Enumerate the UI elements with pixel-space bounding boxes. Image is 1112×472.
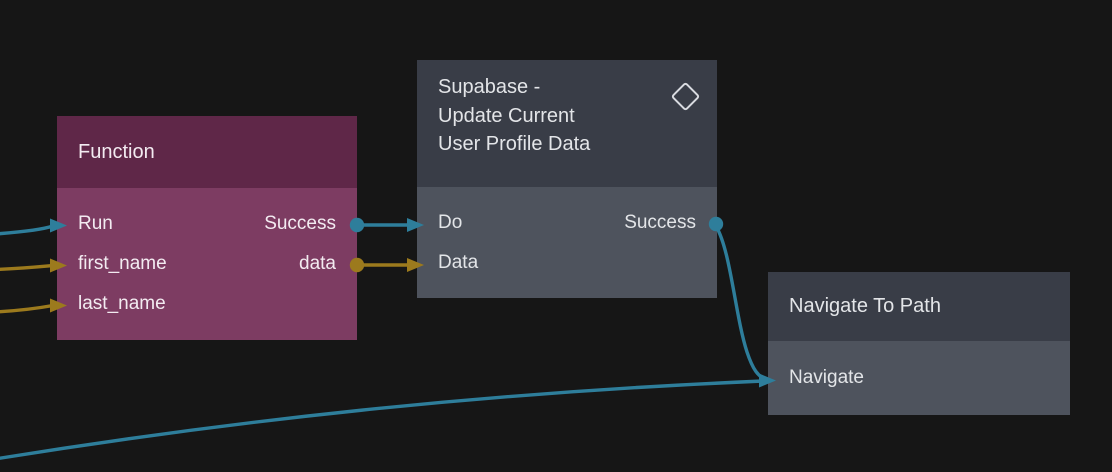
node-title-line: Update Current bbox=[438, 104, 575, 127]
node-title-line: User Profile Data bbox=[438, 133, 591, 155]
wire-bottom-left-to-navigate[interactable] bbox=[0, 379, 765, 460]
node-header[interactable]: Function bbox=[57, 116, 357, 188]
input-port-run[interactable]: Run bbox=[78, 213, 113, 234]
node-navigate-to-path[interactable]: Navigate To Path Navigate bbox=[768, 272, 1070, 415]
output-port-success[interactable]: Success bbox=[264, 213, 336, 234]
node-title: Function bbox=[78, 140, 155, 163]
diamond-icon bbox=[670, 81, 701, 112]
input-port-first-name[interactable]: first_name bbox=[78, 253, 167, 274]
node-body: Run Success first_name data last_name bbox=[57, 188, 357, 340]
input-port-data[interactable]: Data bbox=[438, 252, 479, 273]
input-port-last-name[interactable]: last_name bbox=[78, 293, 166, 314]
node-header[interactable]: Supabase - Update Current User Profile D… bbox=[417, 60, 717, 187]
node-title: Navigate To Path bbox=[789, 295, 941, 317]
output-port-data[interactable]: data bbox=[299, 253, 336, 274]
node-body: Navigate bbox=[768, 341, 1070, 415]
node-title-line: Supabase - bbox=[438, 76, 541, 98]
node-function[interactable]: Function Run Success first_name data las… bbox=[57, 116, 357, 340]
node-supabase-update-current-user-profile-data[interactable]: Supabase - Update Current User Profile D… bbox=[417, 60, 717, 298]
node-header[interactable]: Navigate To Path bbox=[768, 272, 1070, 341]
port-row: Do Success bbox=[417, 203, 717, 243]
input-port-navigate[interactable]: Navigate bbox=[789, 367, 864, 388]
port-row: Navigate bbox=[768, 358, 1070, 398]
wire-to-run[interactable] bbox=[0, 224, 55, 236]
node-body: Do Success Data bbox=[417, 187, 717, 298]
port-row: last_name bbox=[57, 284, 357, 324]
port-row: first_name data bbox=[57, 244, 357, 284]
port-row: Run Success bbox=[57, 204, 357, 244]
wire-to-last-name[interactable] bbox=[0, 303, 55, 314]
port-row: Data bbox=[417, 243, 717, 283]
wire-success-to-navigate[interactable] bbox=[714, 224, 768, 382]
wire-to-first-name[interactable] bbox=[0, 263, 55, 271]
output-port-success[interactable]: Success bbox=[624, 212, 696, 233]
input-port-do[interactable]: Do bbox=[438, 212, 463, 233]
